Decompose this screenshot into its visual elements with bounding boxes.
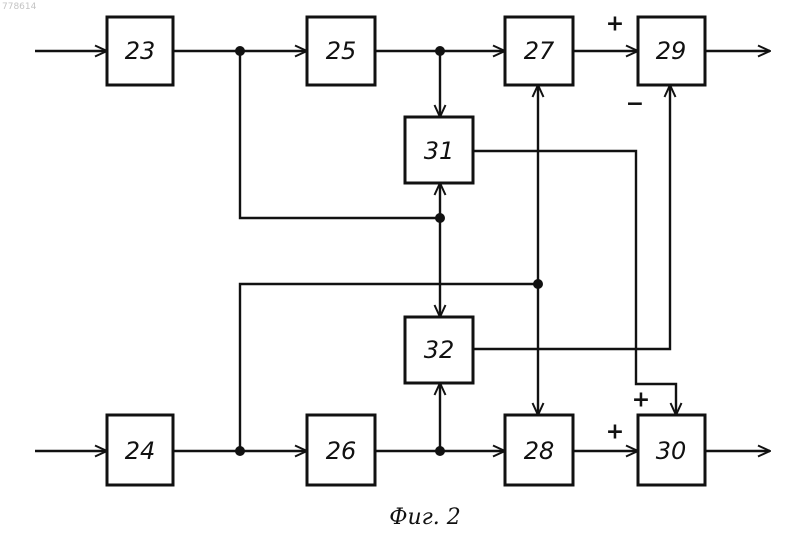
block-24-label: 24 bbox=[125, 437, 156, 465]
connector-24-branch-to-bus-node bbox=[240, 284, 538, 451]
junction-dot bbox=[435, 213, 445, 223]
block-31-label: 31 bbox=[424, 137, 455, 165]
block-27: 27 bbox=[505, 17, 573, 85]
block-31: 31 bbox=[405, 117, 473, 183]
block-30: 30 bbox=[638, 415, 705, 485]
block-23-label: 23 bbox=[125, 37, 156, 65]
plus-sign-block-29-top-input: + bbox=[606, 12, 624, 37]
junction-dot bbox=[235, 446, 245, 456]
block-26-label: 26 bbox=[326, 437, 357, 465]
block-24: 24 bbox=[107, 415, 173, 485]
plus-sign-block-30-left-input: + bbox=[606, 420, 624, 445]
block-26: 26 bbox=[307, 415, 375, 485]
block-25-label: 25 bbox=[326, 37, 357, 65]
block-29: 29 bbox=[638, 17, 705, 85]
block-27-label: 27 bbox=[524, 37, 555, 65]
junction-dot bbox=[435, 46, 445, 56]
block-28-label: 28 bbox=[524, 437, 555, 465]
corner-reference-number: 778614 bbox=[2, 2, 37, 12]
block-30-label: 30 bbox=[656, 437, 687, 465]
plus-sign-block-30-top-input: + bbox=[632, 388, 650, 413]
connector-32-to-29 bbox=[473, 85, 670, 349]
block-23: 23 bbox=[107, 17, 173, 85]
block-25: 25 bbox=[307, 17, 375, 85]
block-29-label: 29 bbox=[656, 37, 687, 65]
block-32: 32 bbox=[405, 317, 473, 383]
junction-dot bbox=[235, 46, 245, 56]
block-28: 28 bbox=[505, 415, 573, 485]
block-32-label: 32 bbox=[424, 336, 455, 364]
minus-sign-block-29-bottom-input: − bbox=[626, 92, 644, 117]
junction-dot bbox=[435, 446, 445, 456]
junction-dot bbox=[533, 279, 543, 289]
figure-caption: Фиг. 2 bbox=[389, 505, 461, 530]
